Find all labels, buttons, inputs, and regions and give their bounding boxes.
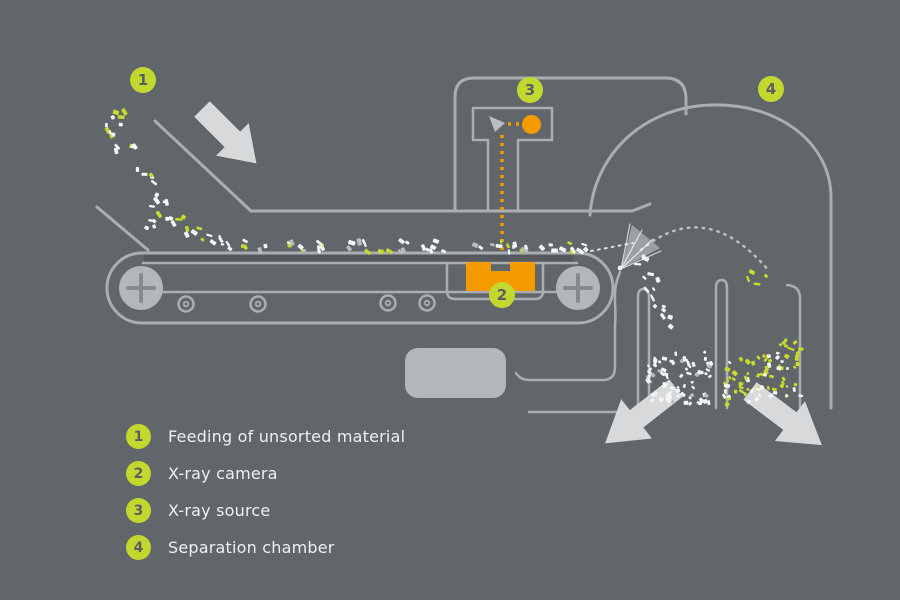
diagram-badge-2: 2 bbox=[489, 282, 515, 308]
belt-cover-line bbox=[249, 202, 652, 213]
chute-upper-line bbox=[153, 119, 253, 213]
drum-cross-icon bbox=[126, 273, 156, 303]
drum-cross-icon bbox=[563, 273, 593, 303]
xray-beam bbox=[489, 115, 541, 251]
xray-enclosure-outline bbox=[453, 76, 688, 213]
left-drum bbox=[119, 266, 163, 310]
xray-source-housing bbox=[471, 106, 554, 213]
xray-camera-shape bbox=[466, 262, 535, 291]
diagram-badge-1: 1 bbox=[130, 67, 156, 93]
bin-arrow-left-icon bbox=[605, 379, 683, 444]
air-pipe bbox=[514, 270, 622, 382]
legend-item-camera: 2 X-ray camera bbox=[126, 461, 405, 486]
bin-wall-left bbox=[636, 287, 651, 410]
bin-arrow-right-icon bbox=[743, 382, 822, 446]
compressor-box bbox=[405, 348, 506, 398]
legend-badge-4: 4 bbox=[126, 535, 151, 560]
belt-band bbox=[144, 254, 574, 263]
legend-label-4: Separation chamber bbox=[168, 538, 335, 557]
legend-badge-2: 2 bbox=[126, 461, 151, 486]
ejected-particle-trajectory-arc bbox=[639, 226, 771, 273]
belt-return-rollers bbox=[177, 294, 436, 313]
bin-wall-right-inner bbox=[785, 283, 802, 410]
legend-label-3: X-ray source bbox=[168, 501, 271, 520]
legend-badge-3: 3 bbox=[126, 498, 151, 523]
legend: 1 Feeding of unsorted material 2 X-ray c… bbox=[126, 424, 405, 560]
right-drum bbox=[556, 266, 600, 310]
legend-item-feeding: 1 Feeding of unsorted material bbox=[126, 424, 405, 449]
legend-item-source: 3 X-ray source bbox=[126, 498, 405, 523]
bin-divider-walls bbox=[636, 278, 802, 410]
legend-label-1: Feeding of unsorted material bbox=[168, 427, 406, 446]
chute-lower-line bbox=[95, 205, 150, 252]
belt-loop-outline bbox=[105, 251, 615, 325]
legend-item-chamber: 4 Separation chamber bbox=[126, 535, 405, 560]
legend-label-2: X-ray camera bbox=[168, 464, 278, 483]
feed-arrow-icon bbox=[194, 101, 257, 164]
diagram-badge-3: 3 bbox=[517, 77, 543, 103]
beam-arrow-icon bbox=[489, 116, 505, 132]
bin-wall-middle bbox=[714, 278, 729, 410]
feed-chute bbox=[95, 119, 253, 252]
nozzle-tip bbox=[617, 265, 623, 271]
air-nozzle-spray bbox=[617, 223, 662, 271]
diagram-badge-4: 4 bbox=[758, 76, 784, 102]
xray-source-dot bbox=[522, 115, 541, 134]
separation-chamber-dome bbox=[588, 103, 833, 410]
conveyor-belt bbox=[105, 251, 615, 325]
material-particles bbox=[104, 108, 804, 407]
legend-badge-1: 1 bbox=[126, 424, 151, 449]
